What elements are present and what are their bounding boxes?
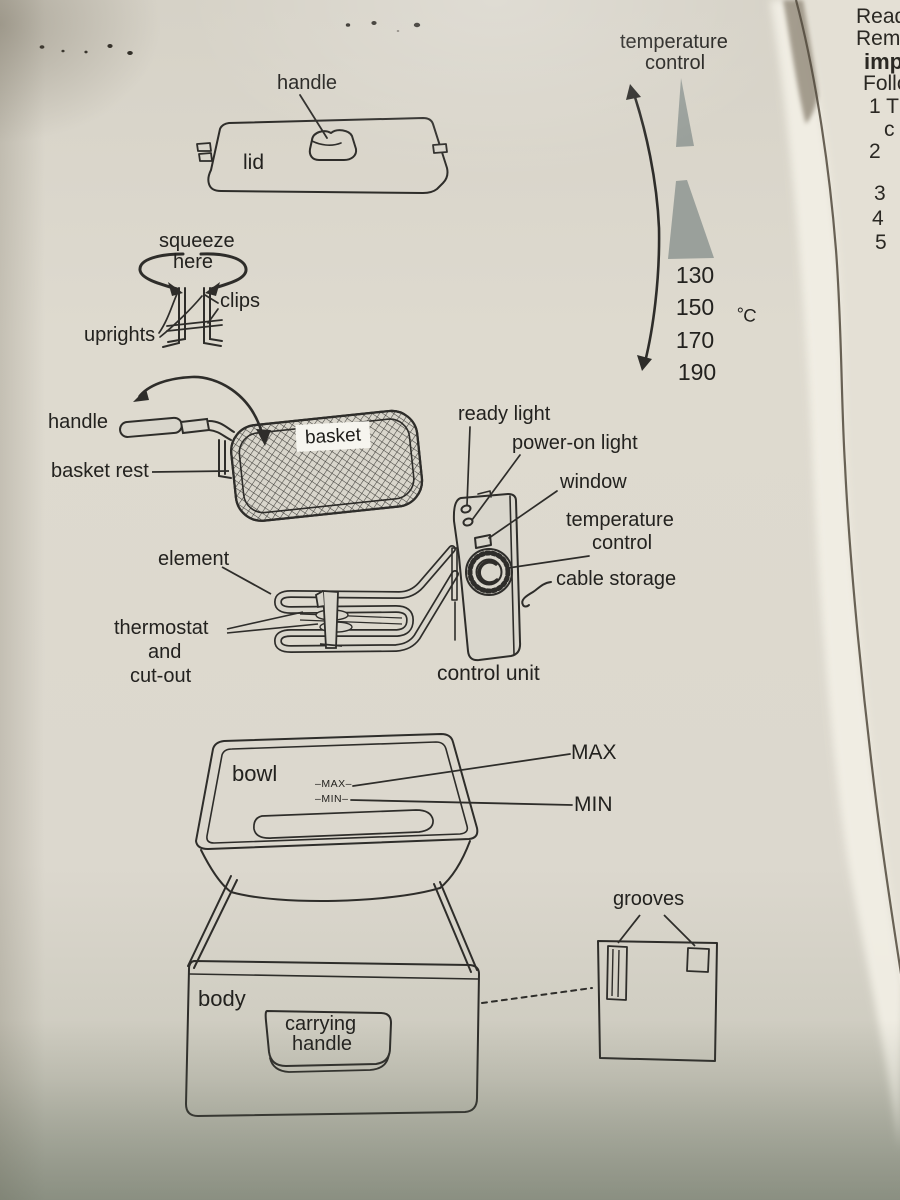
temperature-value-190: 190	[677, 359, 717, 385]
uprights-label: uprights	[84, 324, 156, 346]
side-page-line-remove: Remo	[856, 27, 900, 50]
side-page-line-step2: 2	[869, 140, 881, 163]
window-label: window	[560, 471, 627, 493]
grooves-label: grooves	[613, 888, 685, 910]
carrying-handle-line1: carrying	[285, 1013, 357, 1035]
bowl-drawing	[195, 733, 573, 903]
max-marking: –MAX–	[315, 778, 352, 790]
body-label: body	[198, 986, 246, 1011]
squeeze-here-line2: here	[173, 251, 214, 273]
side-page-line-step4: 4	[872, 207, 884, 230]
paper-speckles	[39, 21, 421, 55]
side-page-line-step3: 3	[874, 182, 886, 205]
side-page-line-follow: Follo	[863, 72, 900, 95]
temperature-dial-triangles	[668, 78, 714, 259]
basket-handle-label: handle	[48, 411, 109, 433]
side-page-line-step1: 1 T	[869, 95, 899, 118]
temperature-value-150: 150	[675, 294, 715, 320]
temperature-scale-drawing	[626, 78, 714, 371]
grooves-inset-drawing	[597, 914, 718, 1062]
thermostat-label-line1: thermostat	[114, 617, 209, 639]
element-label: element	[158, 548, 230, 570]
thermostat-label-line2: and	[148, 641, 182, 663]
temperature-value-130: 130	[675, 262, 715, 288]
temperature-control-knob-line1: temperature	[566, 509, 674, 531]
lid-drawing	[196, 94, 449, 194]
side-page-line-step5: 5	[875, 231, 887, 254]
side-page-line-important: imp	[864, 49, 900, 74]
ready-light-label: ready light	[458, 403, 551, 425]
min-marking: –MIN–	[315, 793, 349, 805]
body-drawing	[185, 875, 593, 1117]
temperature-control-knob-line2: control	[592, 532, 653, 554]
side-page-line-step1b: c	[884, 118, 895, 141]
cable-storage-label: cable storage	[556, 568, 677, 590]
temperature-control-title-line2: control	[645, 52, 706, 74]
control-unit-label: control unit	[437, 662, 540, 685]
temperature-control-title-line1: temperature	[620, 31, 728, 53]
page-edge	[770, 0, 900, 1150]
clips-drawing	[138, 252, 248, 348]
lid-handle-label: handle	[277, 72, 338, 94]
bowl-label: bowl	[232, 761, 278, 786]
lid-label: lid	[243, 151, 265, 174]
min-label: MIN	[574, 793, 613, 816]
clips-label: clips	[220, 290, 261, 312]
temperature-unit-label: °C	[734, 303, 758, 327]
carrying-handle-line2: handle	[292, 1033, 353, 1055]
control-unit-drawing	[451, 426, 590, 662]
thermostat-label-line3: cut-out	[130, 665, 192, 687]
temperature-value-170: 170	[675, 327, 715, 353]
element-drawing	[221, 545, 459, 653]
max-label: MAX	[571, 741, 617, 764]
basket-label: basket	[295, 421, 371, 452]
basket-drawing	[119, 375, 424, 522]
squeeze-here-line1: squeeze	[159, 230, 235, 252]
side-page-line-read: Read	[856, 5, 900, 28]
basket-rest-label: basket rest	[51, 460, 149, 482]
power-on-light-label: power-on light	[512, 432, 638, 454]
